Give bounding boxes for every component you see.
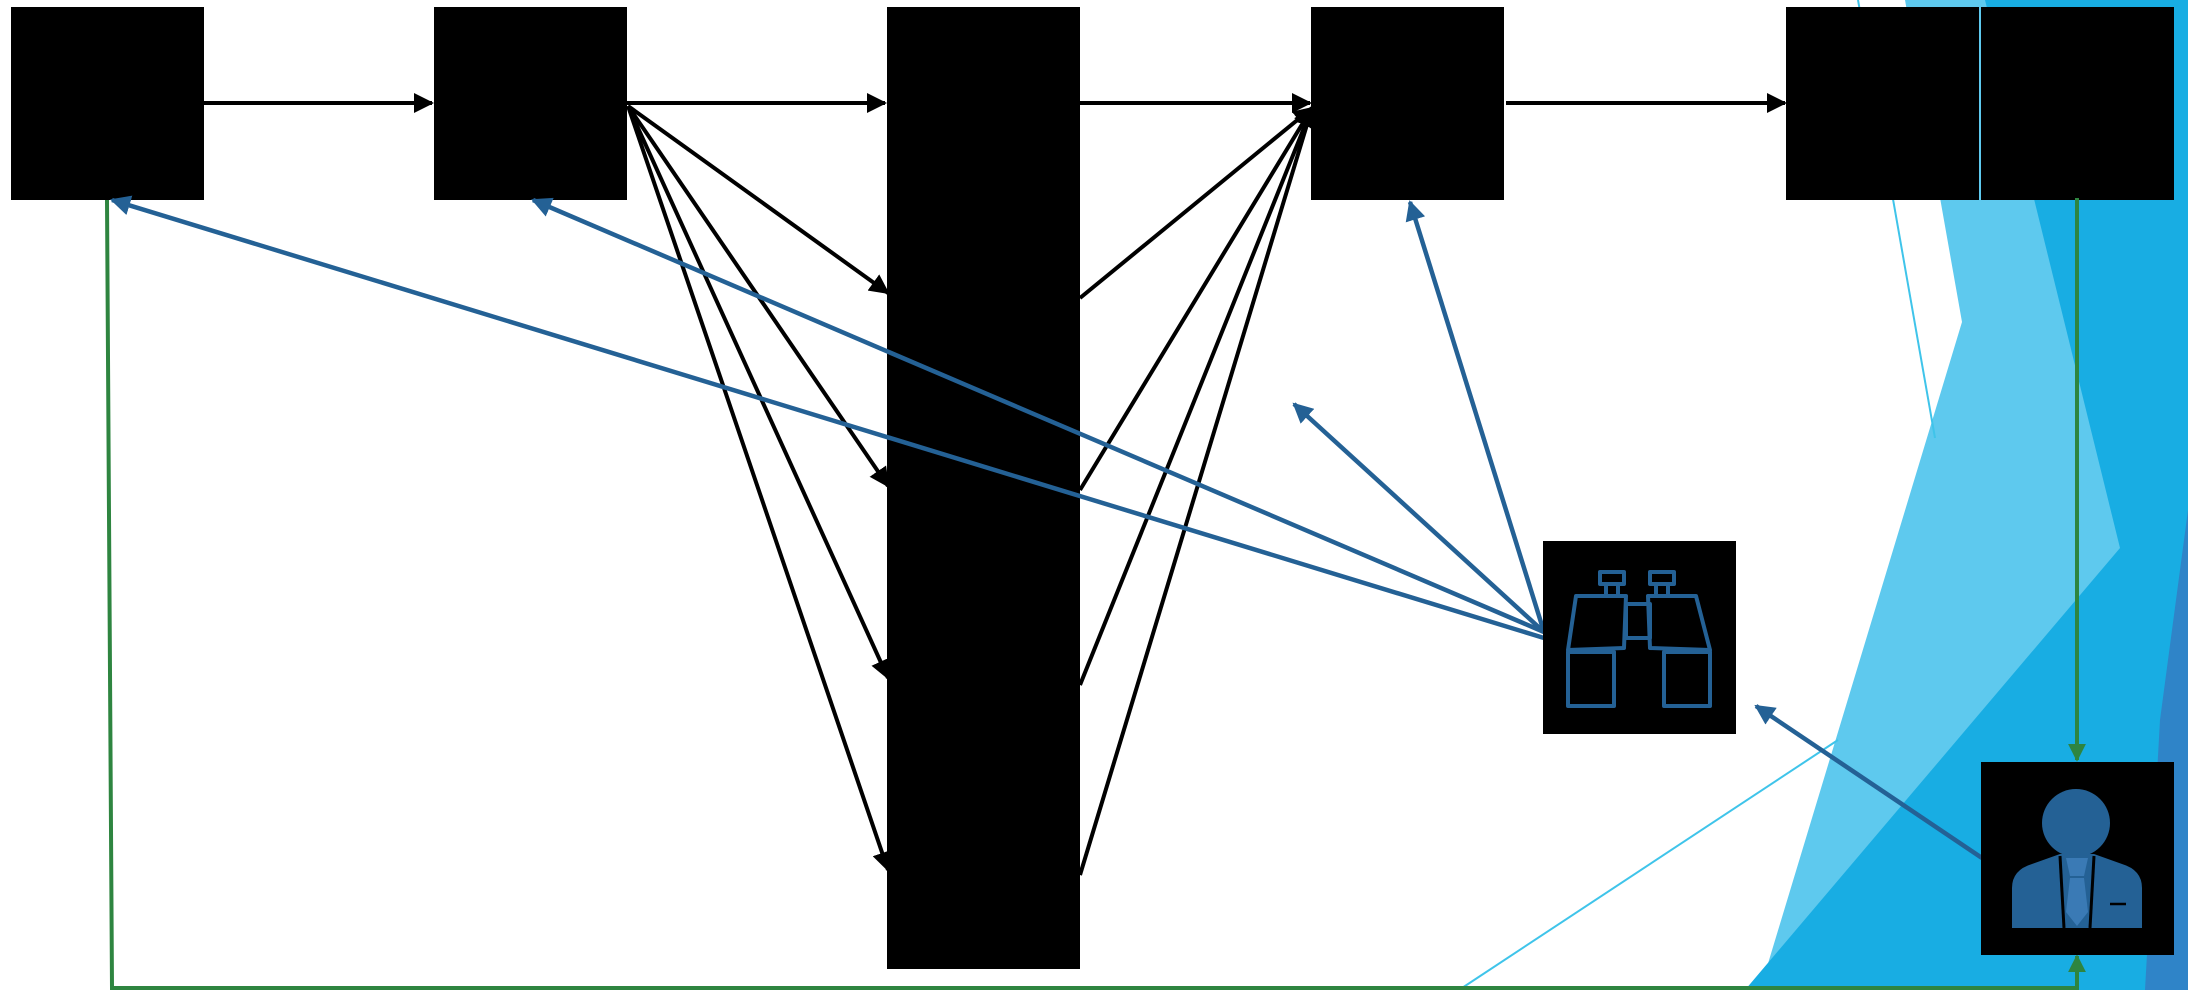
observer-to-box-4 [1405, 200, 1547, 633]
box-5[interactable] [1786, 7, 1979, 200]
observer-to-box-1 [110, 195, 1545, 641]
process-boxes [11, 7, 2174, 969]
accent-thin-line [1461, 739, 1839, 989]
box-6[interactable] [1981, 7, 2174, 200]
box-4[interactable] [1311, 7, 1504, 200]
user-box[interactable] [1981, 762, 2174, 955]
box-1[interactable] [11, 7, 204, 200]
user-to-observer [1754, 704, 1984, 860]
binoculars-icon [1566, 570, 1712, 708]
observer-box[interactable] [1543, 541, 1736, 734]
fan-arrow-right [1078, 106, 1314, 300]
fan-arrow-left [626, 104, 890, 295]
green-connectors [105, 198, 2086, 990]
fan-arrow-left [626, 105, 890, 680]
fan-arrow-right [1078, 106, 1317, 876]
blue-connectors [110, 195, 1984, 860]
observer-to-box-2 [531, 197, 1545, 635]
fan-arrow-right [1078, 106, 1315, 686]
box-2[interactable] [434, 7, 627, 200]
fan-arrow-right [1078, 106, 1314, 492]
fan-arrow-left [626, 105, 892, 872]
observer-to-box-3 [1292, 402, 1546, 634]
box-1-loop-to-user [105, 199, 2086, 990]
businessman-icon [2012, 789, 2142, 929]
